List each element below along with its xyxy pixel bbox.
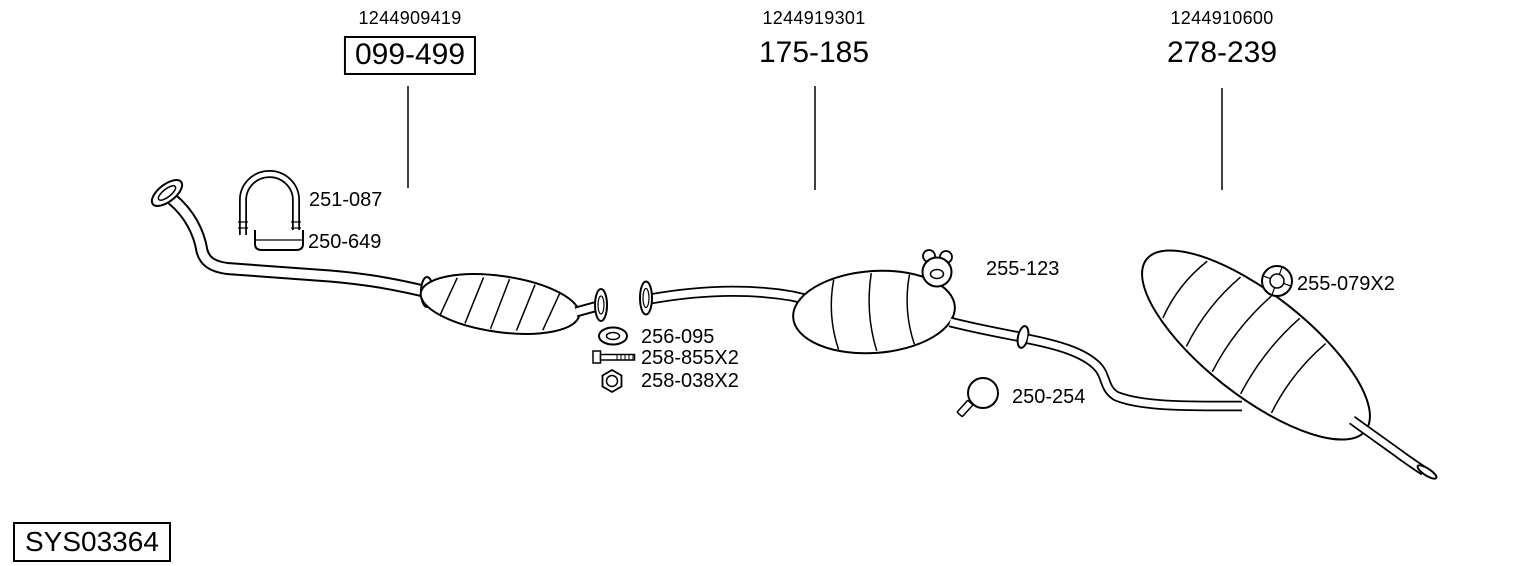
leader-lines	[407, 86, 1223, 190]
front-pipe-drawing	[150, 179, 438, 301]
part-code: 278-239	[1166, 36, 1278, 69]
part-label-gasket-ring: 256-095	[641, 326, 715, 348]
assembly-label-front-pipe: 1244909419 099-499	[343, 8, 477, 75]
nut-icon	[601, 368, 623, 394]
part-code: 175-185	[758, 36, 870, 69]
tail-pipe-run-drawing	[948, 316, 1243, 412]
oe-reference: 1244910600	[1170, 8, 1274, 28]
part-label-u-bolt-clamp: 251-087	[309, 189, 383, 211]
assembly-label-center-muffler: 1244919301 175-185	[759, 8, 869, 71]
rubber-hanger-icon	[921, 249, 953, 288]
part-label-rear-hanger: 255-079X2	[1297, 273, 1395, 295]
center-pipe-drawing	[639, 280, 820, 316]
assembly-label-rear-muffler: 1244910600 278-239	[1167, 8, 1277, 71]
part-label-rubber-hanger: 255-123	[986, 258, 1060, 280]
part-label-bolt: 258-855X2	[641, 347, 739, 369]
clamp-bracket-icon	[254, 230, 304, 251]
catalytic-converter-drawing	[419, 273, 581, 335]
u-bolt-clamp-icon	[238, 170, 301, 235]
part-label-clamp-bracket: 250-649	[308, 231, 382, 253]
rubber-hanger-icon	[1261, 265, 1293, 297]
bolt-icon	[592, 350, 636, 364]
oe-reference: 1244919301	[762, 8, 866, 28]
converter-outlet-flange	[574, 288, 608, 322]
center-muffler-drawing	[792, 269, 956, 355]
system-code: SYS03364	[13, 522, 171, 562]
tail-pipe-exit-drawing	[1349, 415, 1438, 480]
part-label-nut: 258-038X2	[641, 370, 739, 392]
gasket-ring-icon	[598, 326, 628, 346]
part-code: 099-499	[343, 36, 477, 75]
pipe-clamp-icon	[956, 377, 999, 418]
part-label-pipe-clamp: 250-254	[1012, 386, 1086, 408]
oe-reference: 1244909419	[358, 8, 462, 28]
rear-muffler-drawing	[1141, 249, 1371, 441]
